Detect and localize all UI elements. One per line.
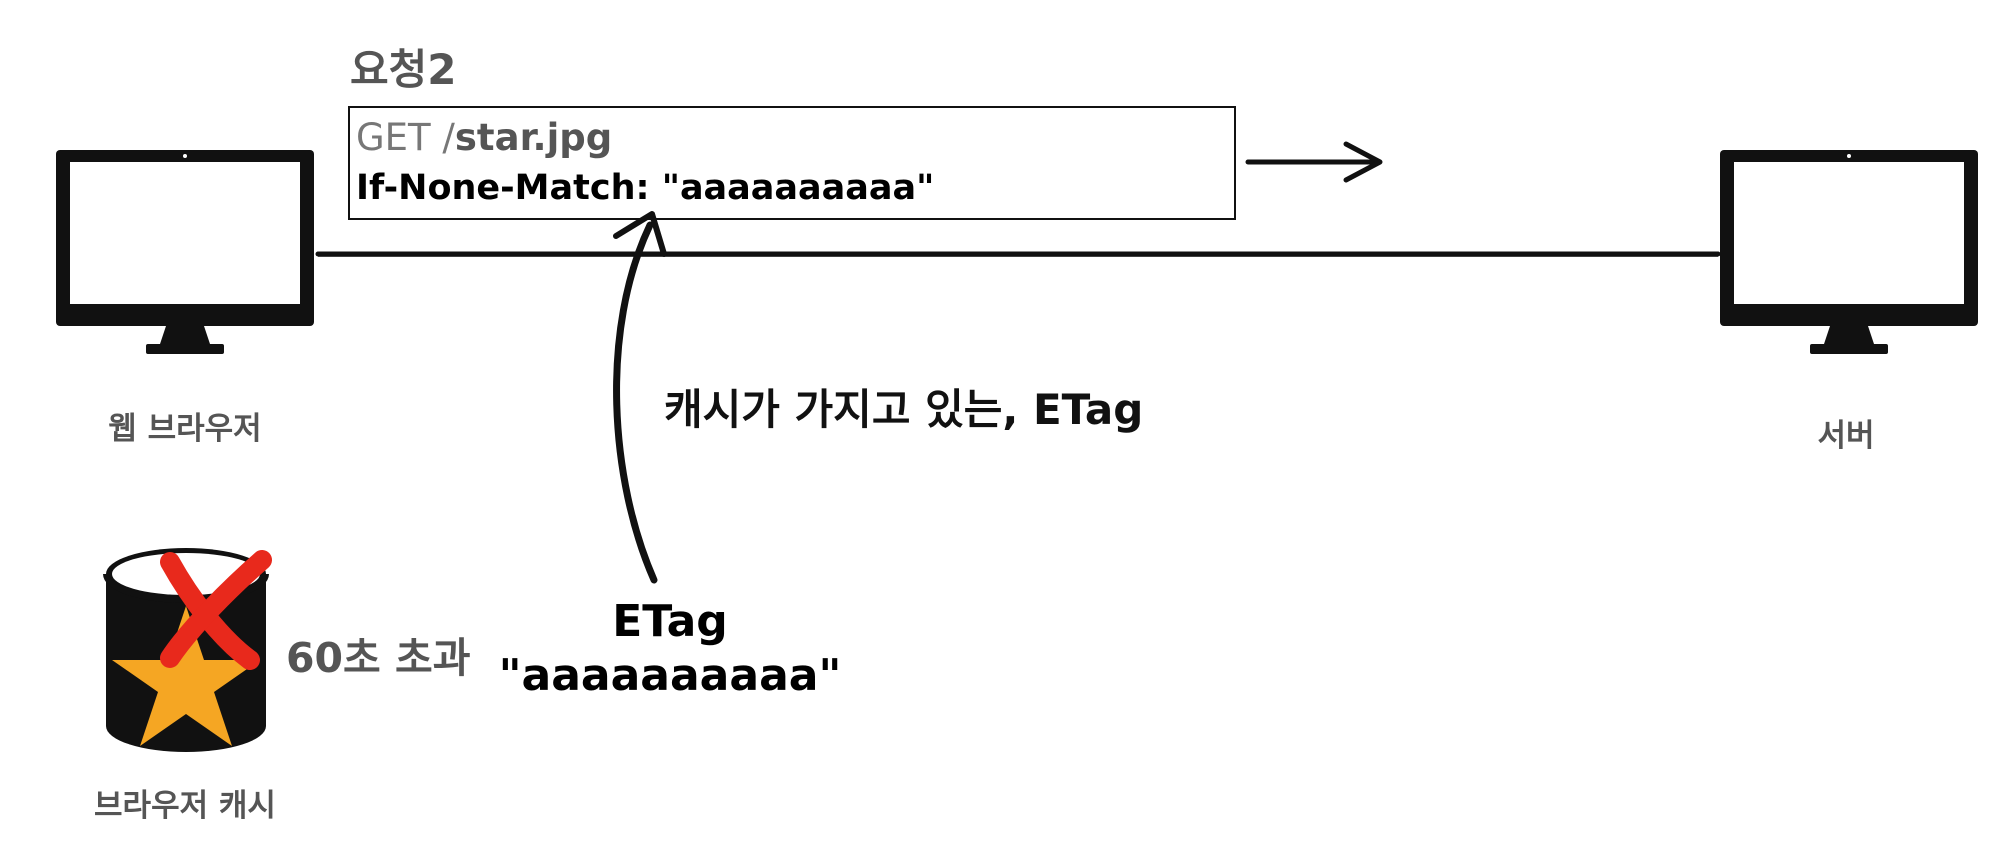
request-method: GET /: [356, 116, 455, 159]
request-path: star.jpg: [454, 116, 613, 159]
request-box: [348, 106, 1236, 220]
server-label: 서버: [1817, 418, 1875, 454]
if-none-match-header: If-None-Match: "aaaaaaaaaa": [356, 168, 935, 208]
client-label: 웹 브라우저: [108, 411, 262, 447]
etag-value: "aaaaaaaaaa": [498, 650, 842, 701]
server-monitor-icon: [1720, 150, 1978, 354]
browser-cache-label: 브라우저 캐시: [94, 788, 276, 824]
cache-expiry-status: 60초 초과: [286, 634, 471, 682]
request-title: 요청2: [350, 45, 457, 94]
request-line: GET /star.jpg: [356, 116, 612, 159]
client-monitor-icon: [56, 150, 314, 354]
etag-title: ETag: [612, 596, 728, 647]
cache-etag-annotation: 캐시가 가지고 있는, ETag: [664, 385, 1144, 434]
red-x-icon: [160, 550, 272, 670]
